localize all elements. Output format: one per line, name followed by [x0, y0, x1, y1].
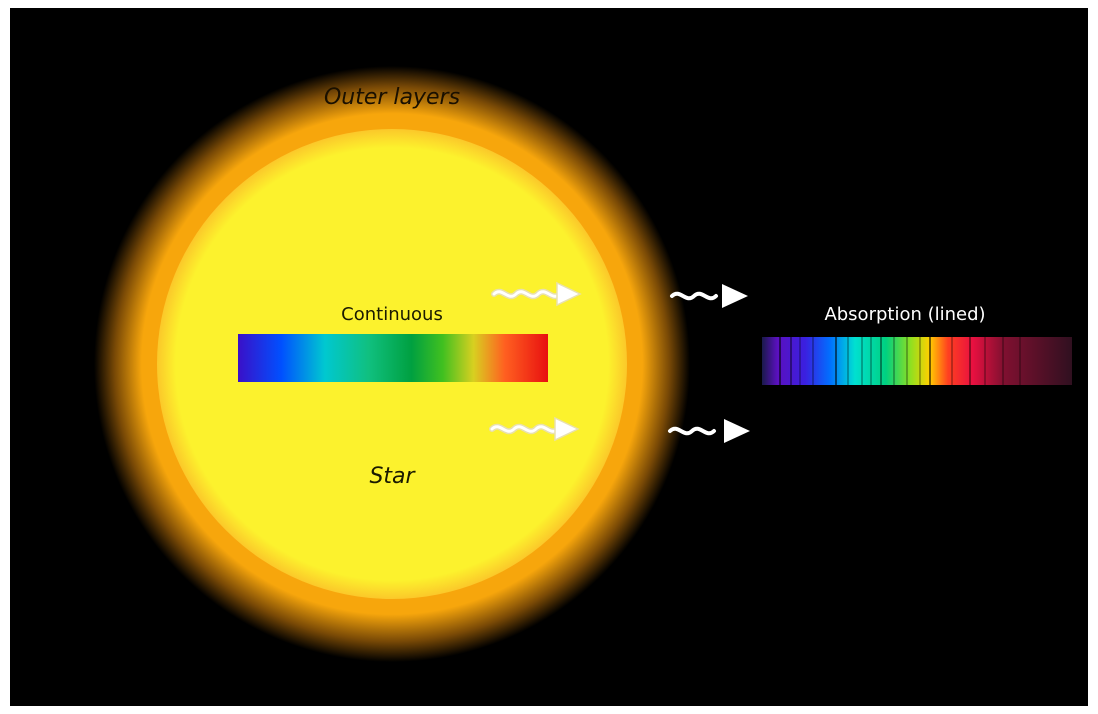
star-spectrum-diagram [94, 66, 1072, 662]
absorption-spectrum-bar [762, 337, 1072, 385]
wavy-arrow-inside-upper [491, 281, 582, 307]
wavy-arrow-inside-lower [489, 416, 580, 442]
continuous-spectrum-label: Continuous [341, 304, 443, 325]
outer-layers-label: Outer layers [323, 85, 461, 110]
absorption-spectrum-label: Absorption (lined) [824, 304, 986, 325]
continuous-spectrum-bar [238, 334, 548, 382]
diagram-canvas: Outer layers Continuous Star Absorption … [10, 8, 1088, 706]
wavy-arrow-outside-upper [670, 284, 748, 308]
wavy-arrow-outside-lower [668, 419, 750, 443]
star-label: Star [369, 464, 415, 489]
